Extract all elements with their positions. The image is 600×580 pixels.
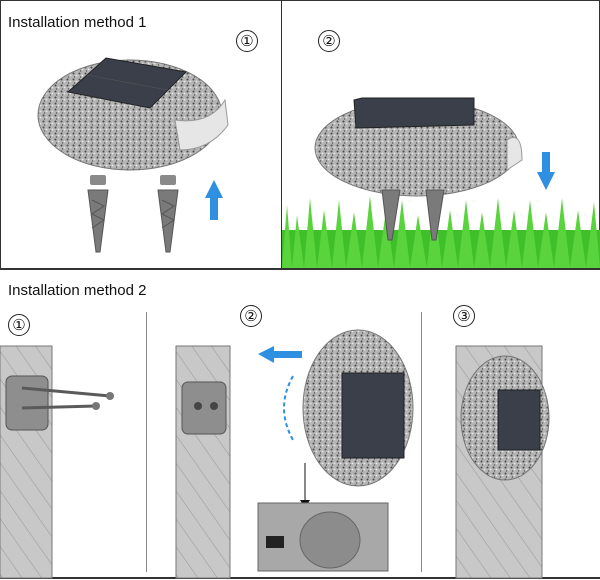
method1-divider bbox=[281, 0, 282, 268]
stake-left-in-ground bbox=[381, 189, 401, 241]
stake-right bbox=[157, 175, 179, 253]
bracket-with-screws bbox=[5, 375, 114, 431]
method2-step-3: ③ bbox=[453, 305, 475, 327]
method2-step-1: ① bbox=[8, 314, 30, 336]
method1-step-1: ① bbox=[236, 30, 258, 52]
stake-left bbox=[87, 175, 109, 253]
method2-divider-1 bbox=[146, 312, 147, 572]
arrow-down-icon bbox=[537, 152, 555, 190]
stone-light-1 bbox=[37, 57, 229, 171]
stake-right-in-ground bbox=[425, 189, 445, 241]
method2-divider-2 bbox=[421, 312, 422, 572]
grass bbox=[282, 196, 600, 268]
rotate-arrow-icon bbox=[283, 375, 294, 441]
bracket-closeup bbox=[257, 502, 389, 572]
method1-step-2: ② bbox=[318, 30, 340, 52]
section-divider bbox=[0, 268, 600, 270]
bottom-border bbox=[0, 577, 600, 579]
method1-panel1-illustration bbox=[37, 57, 229, 253]
arrow-left-icon bbox=[258, 346, 302, 363]
bracket-on-wall bbox=[181, 381, 227, 435]
method2-title: Installation method 2 bbox=[8, 282, 147, 299]
arrow-up-icon bbox=[205, 180, 223, 220]
stone-light-2 bbox=[314, 97, 523, 197]
method2-step-2: ② bbox=[240, 305, 262, 327]
stone-light-3 bbox=[302, 329, 414, 487]
wall-2 bbox=[175, 345, 231, 579]
method1-title: Installation method 1 bbox=[8, 14, 147, 31]
method2-illustration bbox=[0, 329, 550, 579]
method1-panel2-illustration bbox=[282, 97, 600, 268]
stone-light-mounted bbox=[460, 355, 550, 481]
